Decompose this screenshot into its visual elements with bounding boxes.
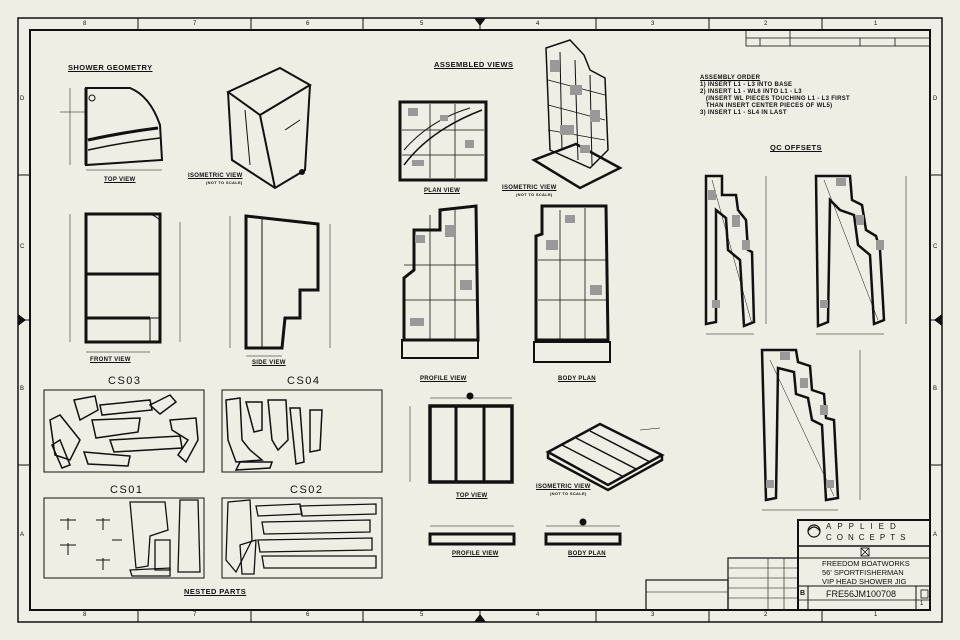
zone-col-label: 1 (874, 21, 878, 27)
client-name: FREEDOM BOATWORKS (822, 559, 910, 568)
zone-col-label: 8 (83, 21, 87, 27)
zone-row-label: B (20, 386, 25, 392)
assembled-profile-view (401, 204, 480, 359)
assembled-isometric-view (531, 39, 623, 190)
assembled-body-plan (533, 204, 611, 363)
zone-row-label: C (933, 244, 938, 250)
zone-col-label: 7 (193, 612, 197, 618)
isometric-view-label-2: ISOMETRIC VIEW (502, 185, 557, 191)
zone-col-label: 5 (420, 612, 424, 618)
zone-row-label: A (933, 532, 938, 538)
not-to-scale-label-1: (NOT TO SCALE) (206, 180, 243, 185)
not-to-scale-label-3: (NOT TO SCALE) (550, 491, 587, 496)
base-body-plan (544, 518, 622, 546)
top-view-label-2: TOP VIEW (456, 493, 488, 499)
isometric-view-label-3: ISOMETRIC VIEW (536, 484, 591, 490)
shower-isometric-view (226, 66, 312, 190)
zone-row-label: D (933, 96, 938, 102)
company-name-line2: CONCEPTS (826, 533, 911, 542)
side-view-label: SIDE VIEW (252, 360, 286, 366)
zone-row-label: A (20, 532, 25, 538)
front-view-label: FRONT VIEW (90, 357, 131, 363)
base-top-view (409, 392, 514, 484)
isometric-view-label-1: ISOMETRIC VIEW (188, 173, 243, 179)
nest-cs02-sheet (221, 497, 383, 579)
side-view (229, 214, 331, 357)
sheet-size: B (800, 590, 806, 597)
qc-offset-2 (814, 174, 907, 335)
zone-col-label: 3 (651, 21, 655, 27)
assembly-step: THAN INSERT CENTER PIECES OF WL5) (700, 103, 833, 109)
zone-row-label: C (20, 244, 25, 250)
front-view (69, 212, 181, 353)
zone-col-label: 7 (193, 21, 197, 27)
base-profile-view (428, 525, 516, 546)
assembly-order-note: ASSEMBLY ORDER 1) INSERT L1 - L3 INTO BA… (700, 75, 850, 117)
not-to-scale-label-2: (NOT TO SCALE) (516, 192, 553, 197)
zone-col-label: 6 (306, 21, 310, 27)
nested-parts-title: NESTED PARTS (184, 587, 247, 596)
part-name: VIP HEAD SHOWER JIG (822, 577, 907, 586)
zone-col-label: 8 (83, 612, 87, 618)
nest-cs01-sheet (43, 497, 205, 579)
base-isometric-view (545, 422, 665, 492)
assembly-step: (INSERT WL PIECES TOUCHING L1 - L3 FIRST (700, 96, 851, 102)
shower-geometry-title: SHOWER GEOMETRY (68, 63, 153, 72)
assembly-step: 1) INSERT L1 - L3 INTO BASE (700, 82, 793, 88)
nest-cs04-sheet (221, 389, 383, 473)
zone-col-label: 1 (874, 612, 878, 618)
drawing-number: FRE56JM100708 (826, 589, 897, 599)
profile-view-label-2: PROFILE VIEW (452, 551, 499, 557)
zone-col-label: 4 (536, 21, 540, 27)
zone-col-label: 3 (651, 612, 655, 618)
nest-cs03-sheet (43, 389, 205, 473)
assembly-step: 3) INSERT L1 - SL4 IN LAST (700, 110, 787, 116)
assembled-plan-view (398, 100, 488, 182)
shower-top-view (60, 87, 164, 171)
body-plan-label-2: BODY PLAN (568, 551, 606, 557)
inner-border (29, 29, 931, 611)
zone-col-label: 2 (764, 21, 768, 27)
plan-view-label: PLAN VIEW (424, 188, 461, 194)
company-name-line1: APPLIED (826, 522, 902, 531)
qc-offsets-title: QC OFFSETS (770, 143, 822, 152)
vessel-name: 56' SPORTFISHERMAN (822, 568, 904, 577)
nest-cs03-label: CS03 (108, 375, 142, 387)
body-plan-label-1: BODY PLAN (558, 376, 596, 382)
sheet-number: 1 (920, 601, 924, 607)
revision-block (745, 29, 931, 47)
title-block-frame (645, 519, 931, 611)
qc-offset-1 (704, 174, 767, 335)
nest-cs02-label: CS02 (290, 484, 324, 496)
zone-col-label: 4 (536, 612, 540, 618)
zone-row-label: D (20, 96, 25, 102)
profile-view-label-1: PROFILE VIEW (420, 376, 467, 382)
zone-col-label: 2 (764, 612, 768, 618)
applied-concepts-logo (807, 524, 821, 538)
top-view-label-1: TOP VIEW (104, 177, 136, 183)
zone-col-label: 5 (420, 21, 424, 27)
assembly-step: 2) INSERT L1 - WL6 INTO L1 - L3 (700, 89, 802, 95)
zone-col-label: 6 (306, 612, 310, 618)
qc-offset-3 (760, 348, 861, 511)
assembly-order-heading: ASSEMBLY ORDER (700, 75, 761, 81)
zone-row-label: B (933, 386, 938, 392)
nest-cs01-label: CS01 (110, 484, 144, 496)
assembled-views-title: ASSEMBLED VIEWS (434, 60, 514, 69)
nest-cs04-label: CS04 (287, 375, 321, 387)
